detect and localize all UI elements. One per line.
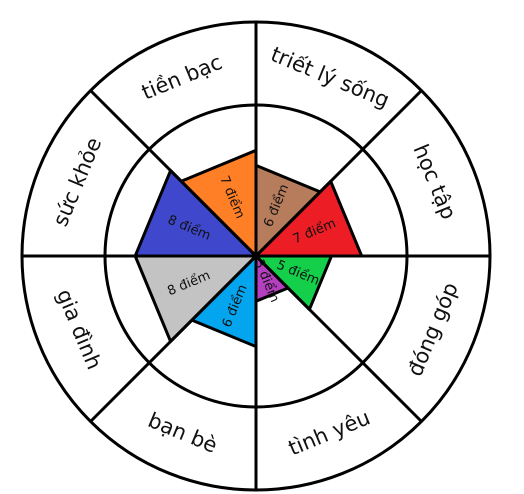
inner-circle (103, 103, 409, 409)
spoke-line (254, 89, 423, 258)
spoke-line (89, 89, 258, 258)
spoke-line (254, 254, 423, 423)
spoke-line (89, 254, 258, 423)
